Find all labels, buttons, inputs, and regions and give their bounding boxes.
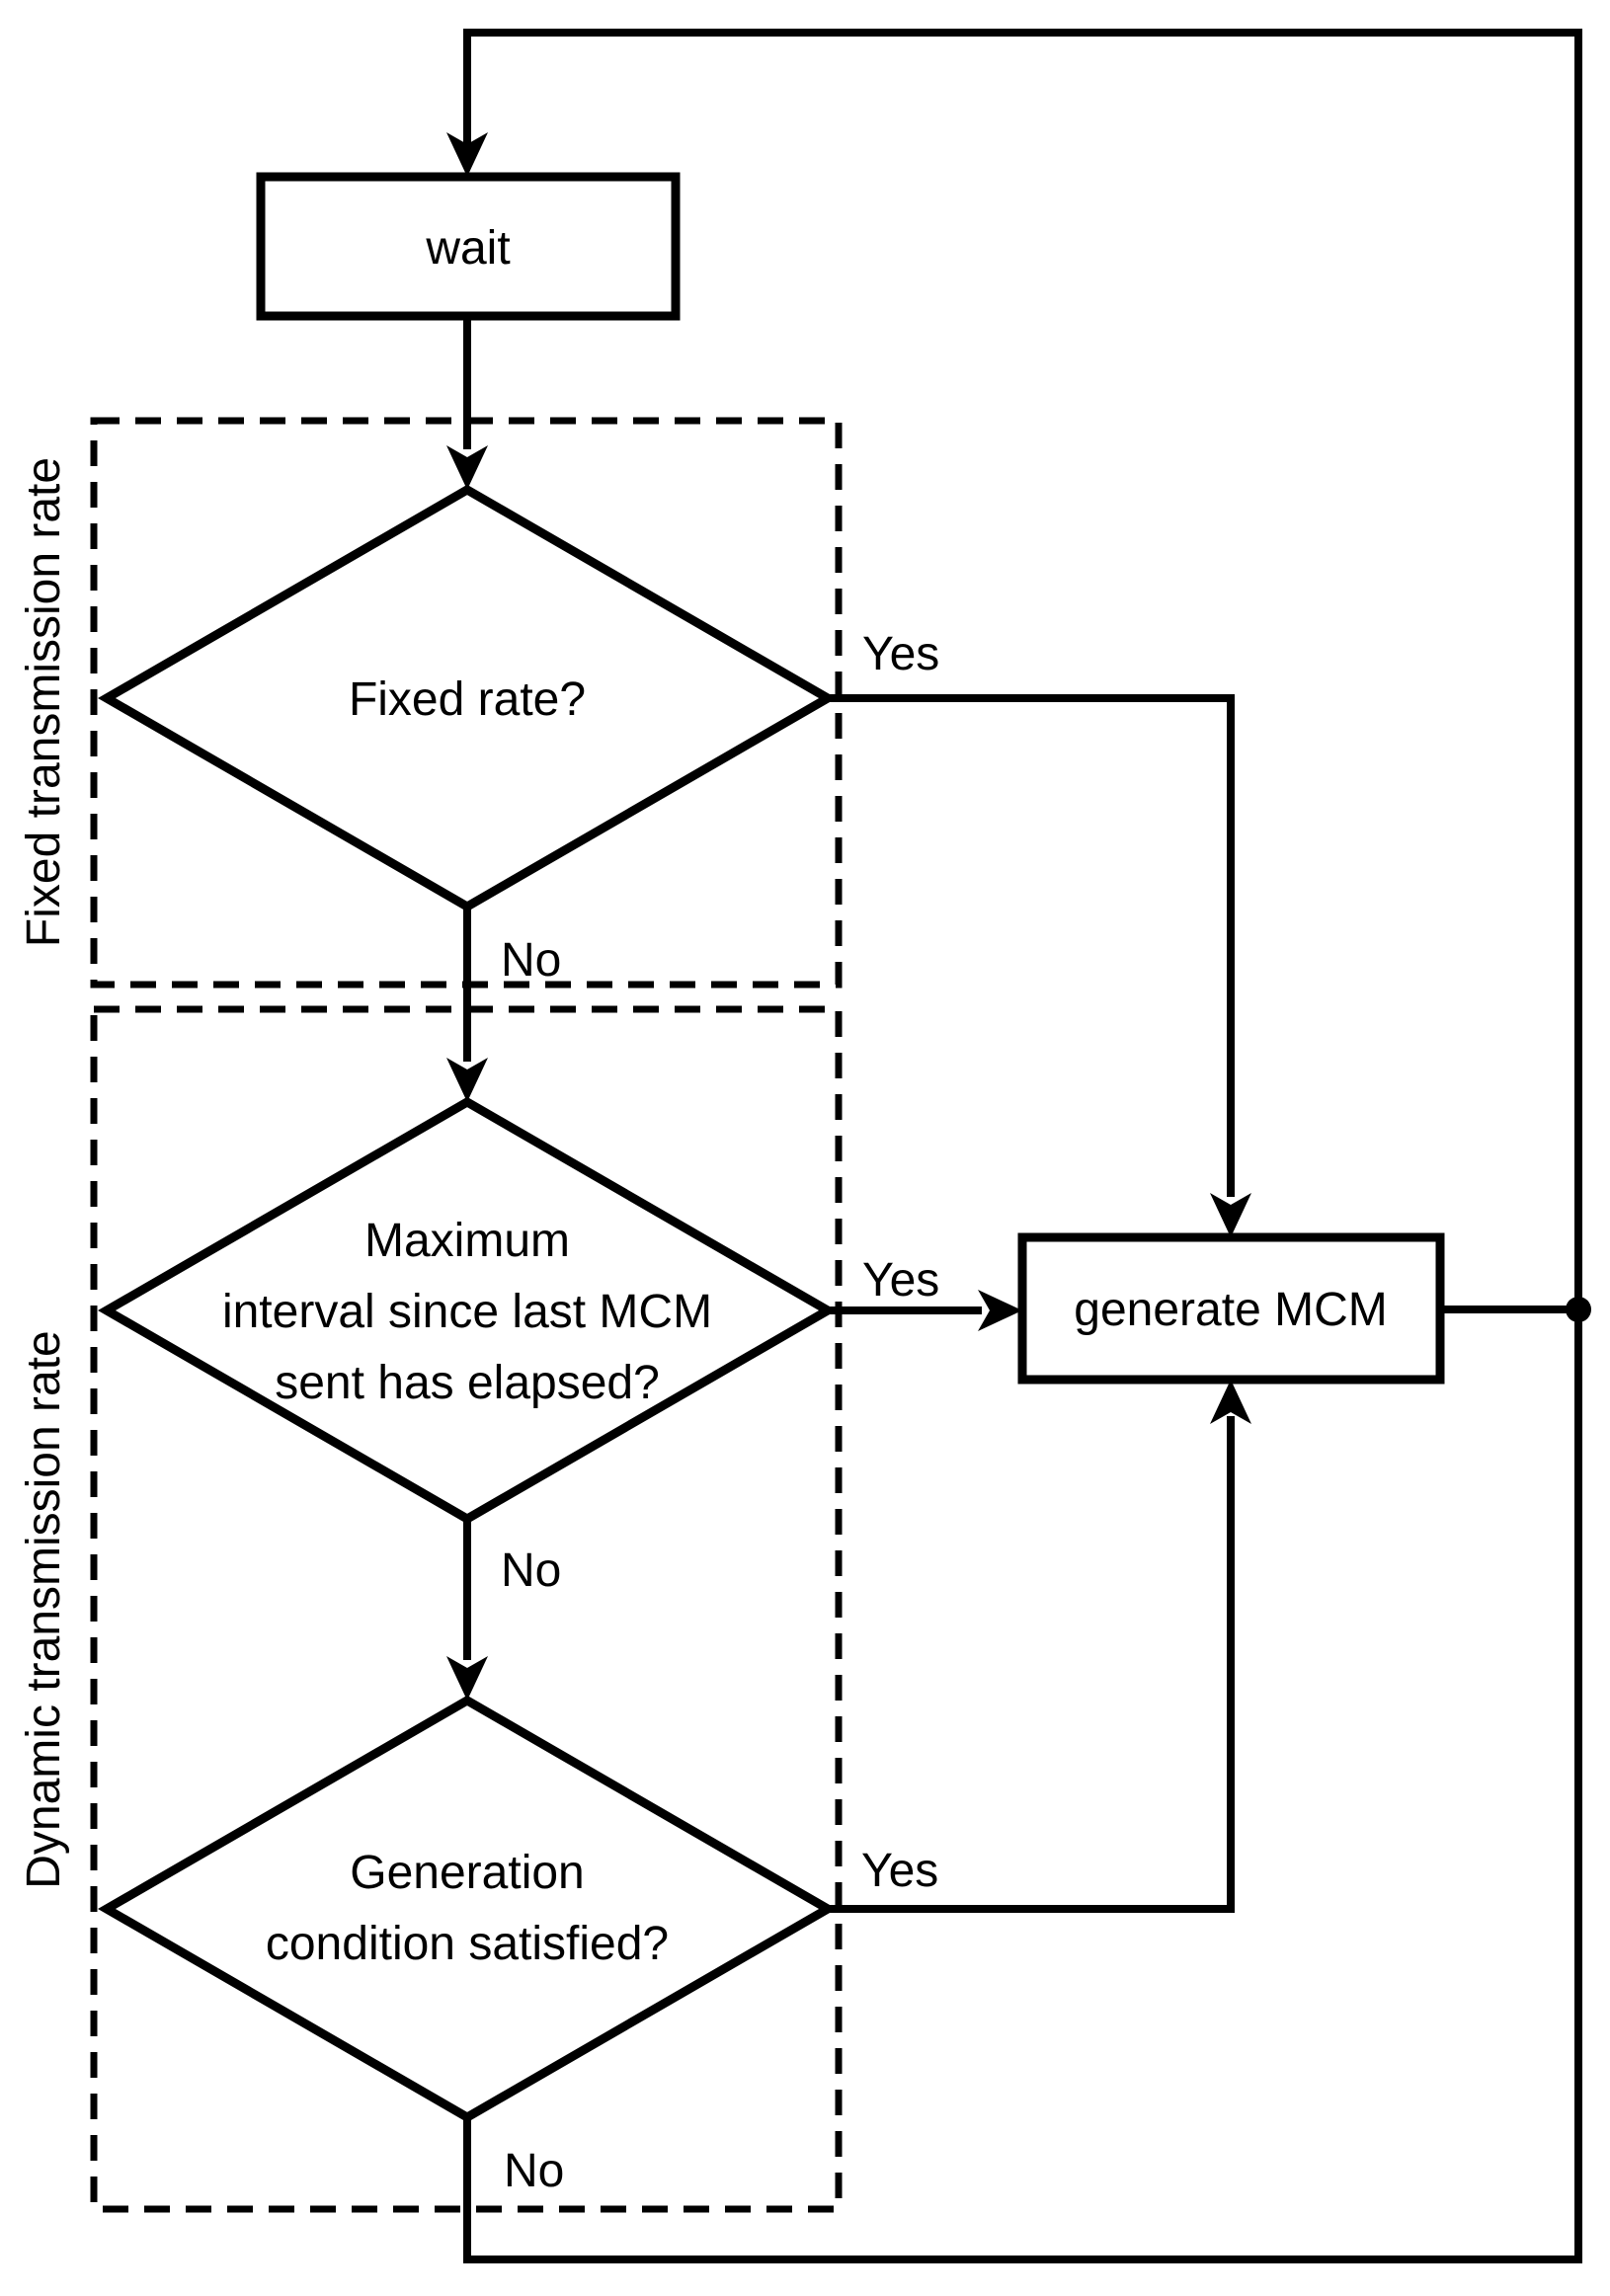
arrowhead-into-generatemcm-left [978, 1290, 1022, 1331]
generate-mcm-label: generate MCM [1074, 1284, 1387, 1336]
generation-condition-label-line2: condition satisfied? [266, 1918, 669, 1970]
fixed-rate-diamond [98, 484, 837, 912]
generation-condition-label-line1: Generation [350, 1847, 585, 1899]
group-dynamic-label: Dynamic transmission rate [18, 1330, 70, 1889]
max-interval-yes-label: Yes [862, 1254, 939, 1306]
fixed-rate-label: Fixed rate? [349, 673, 586, 726]
arrowhead-into-generatemcm-top [1210, 1193, 1251, 1237]
generation-yes-label: Yes [861, 1845, 938, 1897]
group-fixed-label: Fixed transmission rate [18, 457, 70, 947]
arrowhead-into-generation [446, 1656, 488, 1701]
arrowheads [446, 132, 1251, 1701]
group-fixed-transmission-rate [90, 417, 843, 989]
arrowhead-into-maxinterval [446, 1058, 488, 1102]
junction-dot [1566, 1297, 1591, 1322]
generation-no-label: No [504, 2145, 564, 2197]
max-interval-label-line2: interval since last MCM [222, 1286, 712, 1338]
edge-generation-yes [828, 1416, 1235, 1913]
fixed-rate-no-label: No [501, 934, 561, 987]
max-interval-diamond [98, 1096, 837, 1525]
wait-label: wait [425, 222, 510, 275]
edge-loop-back [463, 29, 1582, 2263]
wait-box [256, 172, 681, 321]
group-dynamic-transmission-rate [90, 1005, 843, 2213]
fixed-rate-yes-label: Yes [862, 628, 939, 680]
edge-fixedrate-yes [828, 694, 1235, 1197]
max-interval-label-line3: sent has elapsed? [275, 1357, 660, 1409]
generate-mcm-box [1017, 1232, 1445, 1385]
arrowhead-into-fixedrate [446, 445, 488, 490]
arrowhead-into-generatemcm-bottom [1210, 1380, 1251, 1424]
max-interval-label-line1: Maximum [364, 1215, 570, 1267]
generation-condition-diamond [98, 1695, 837, 2123]
arrowhead-into-wait [446, 132, 488, 177]
max-interval-no-label: No [501, 1544, 561, 1597]
edges [463, 29, 1582, 2263]
